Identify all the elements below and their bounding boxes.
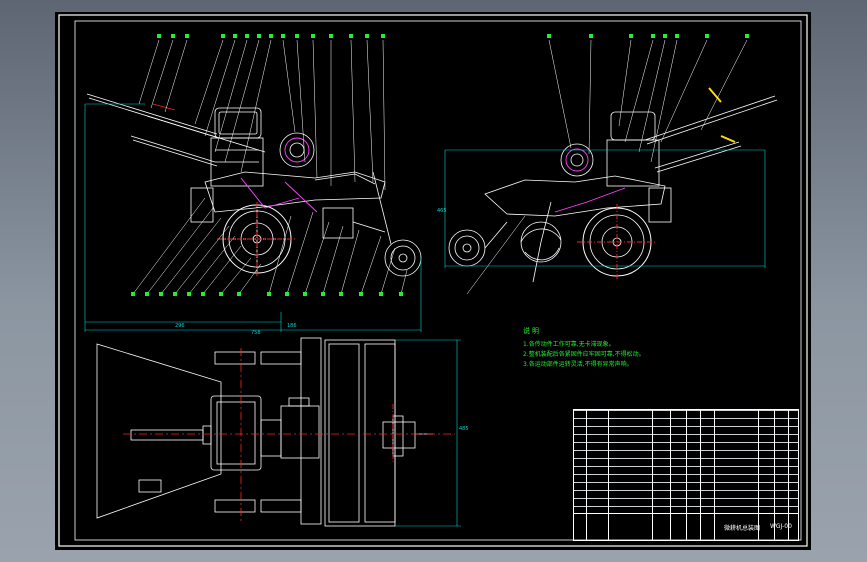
left-view-leaders-top bbox=[138, 39, 386, 191]
plan-view bbox=[96, 337, 433, 527]
drawing-name: 微耕机总装图 bbox=[724, 525, 761, 532]
note-line-3: 3.各运动部件运转灵活,不得有异常声响。 bbox=[523, 361, 633, 368]
right-view-leaders bbox=[466, 39, 748, 295]
left-view-balloons-bottom bbox=[131, 292, 403, 296]
left-view-dimensions bbox=[84, 103, 422, 332]
drawing-number: WGJ-00 bbox=[770, 523, 792, 530]
left-view-leaders-bottom bbox=[132, 197, 408, 295]
dim-left-width: 758 bbox=[251, 330, 261, 336]
technical-notes: 说明 1.各传动件工作可靠,无卡滞现象。 2.整机装配后各紧固件应牢固可靠,不得… bbox=[523, 326, 645, 370]
dim-left-b: 186 bbox=[287, 323, 297, 329]
dim-left-a: 296 bbox=[175, 323, 185, 329]
dim-right-height: 465 bbox=[437, 208, 447, 214]
title-block-footer: 微耕机总装图 WGJ-00 bbox=[574, 513, 798, 540]
notes-title: 说明 bbox=[523, 327, 541, 335]
left-view-balloons-top bbox=[157, 34, 385, 38]
note-line-1: 1.各传动件工作可靠,无卡滞现象。 bbox=[523, 341, 615, 348]
left-side-view bbox=[86, 93, 422, 277]
title-block: 微耕机总装图 WGJ-00 bbox=[573, 409, 799, 541]
assembly-drawing: 296 758 186 465 485 bbox=[58, 14, 808, 547]
plan-view-dimensions bbox=[395, 339, 461, 527]
right-view-balloons bbox=[547, 34, 749, 38]
dim-plan-height: 485 bbox=[459, 426, 469, 432]
right-side-view bbox=[448, 95, 778, 283]
cad-viewport[interactable]: 296 758 186 465 485 说明 1.各传动件工作可靠,无卡滞现象。… bbox=[55, 12, 811, 550]
right-view-accents bbox=[554, 87, 736, 280]
outer-frame bbox=[58, 14, 808, 547]
note-line-2: 2.整机装配后各紧固件应牢固可靠,不得松动。 bbox=[523, 351, 645, 358]
right-view-dimensions bbox=[444, 149, 766, 268]
inner-frame bbox=[74, 20, 802, 541]
plan-view-accents bbox=[123, 348, 455, 524]
left-view-accents bbox=[152, 103, 318, 276]
